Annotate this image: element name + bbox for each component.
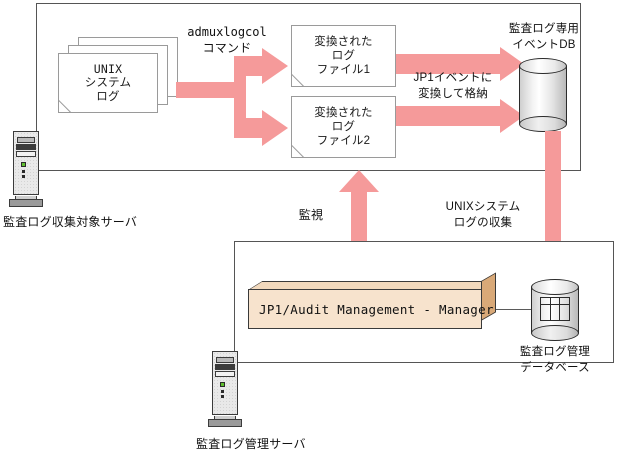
converted-log-file-2-label: 変換されたログファイル2 [292, 97, 395, 157]
converted-file-1-line-2: ログ [331, 50, 356, 62]
jp1-audit-management-manager-box: JP1/Audit Management - Manager [248, 281, 497, 329]
audit-log-database-cylinder-icon [531, 279, 579, 341]
converted-file-2-line-2: ログ [331, 121, 356, 133]
tower-power-led [21, 162, 26, 167]
tower-indicator-1 [221, 390, 224, 393]
collect-unix-log-label-line1: UNIXシステム [445, 201, 521, 213]
database-table-icon [540, 297, 570, 321]
admuxlogcol-command-line2: コマンド [202, 41, 252, 55]
event-db-cylinder-icon [519, 58, 567, 132]
top-server-tower-icon [9, 131, 43, 207]
converted-file-2-line-3: ファイル2 [316, 135, 371, 147]
tower-slot-1 [216, 357, 234, 363]
tower-indicator-2 [22, 175, 25, 178]
converted-file-1-line-1: 変換された [314, 36, 373, 48]
cylinder-top [531, 279, 579, 295]
tower-indicator-1 [22, 170, 25, 173]
monitor-label: 監視 [298, 208, 324, 222]
tower-slot-3 [215, 371, 235, 377]
converted-file-2-line-1: 変換された [314, 107, 373, 119]
store-arrow-bottom-icon [396, 99, 524, 133]
audit-log-database-label-line2: データベース [520, 362, 590, 374]
collect-arrow-icon [533, 131, 573, 269]
event-db-label-line1: 監査ログ専用 [508, 23, 580, 35]
store-as-jp1-event-line2: 変換して格納 [418, 88, 488, 100]
event-db-label-line2: イベントDB [512, 39, 576, 51]
bottom-server-caption: 監査ログ管理サーバ [196, 437, 306, 451]
cylinder-bottom [531, 325, 579, 341]
tower-slot-1 [17, 137, 35, 143]
unix-log-line-1: UNIX [93, 62, 123, 76]
converted-log-file-1: 変換されたログファイル1 [291, 25, 396, 87]
collect-unix-log-label-line2: ログの収集 [453, 217, 513, 229]
unix-log-line-3: ログ [96, 91, 120, 103]
tower-slot-3 [16, 151, 36, 157]
tower-neck [15, 196, 37, 199]
tower-slot-2 [215, 364, 235, 370]
converted-log-file-2: 変換されたログファイル2 [291, 96, 396, 158]
bottom-server-tower-icon [208, 351, 242, 427]
tower-indicator-2 [221, 395, 224, 398]
tower-power-led [220, 382, 225, 387]
tower-slot-2 [16, 144, 36, 150]
audit-log-database-label-line1: 監査ログ管理 [519, 346, 591, 358]
admuxlogcol-command-line1: admuxlogcol [187, 25, 267, 39]
cylinder-top [519, 58, 567, 74]
jp1-manager-label: JP1/Audit Management - Manager [259, 301, 494, 317]
monitor-arrow-icon [339, 170, 379, 288]
top-server-caption: 監査ログ収集対象サーバ [3, 215, 138, 229]
converted-file-1-line-3: ファイル1 [316, 64, 371, 76]
converted-log-file-1-label: 変換されたログファイル1 [292, 26, 395, 86]
cylinder-body [519, 66, 567, 124]
box-front-face: JP1/Audit Management - Manager [248, 289, 493, 329]
split-arrow-icon [176, 48, 288, 146]
cylinder-bottom [519, 116, 567, 132]
manager-db-connector [482, 309, 542, 310]
store-as-jp1-event-line1: JP1イベントに [413, 72, 493, 84]
tower-base [208, 419, 242, 427]
tower-base [9, 199, 43, 207]
store-arrow-top-icon [396, 47, 524, 81]
unix-log-line-2: システム [84, 77, 132, 89]
tower-neck [214, 416, 236, 419]
